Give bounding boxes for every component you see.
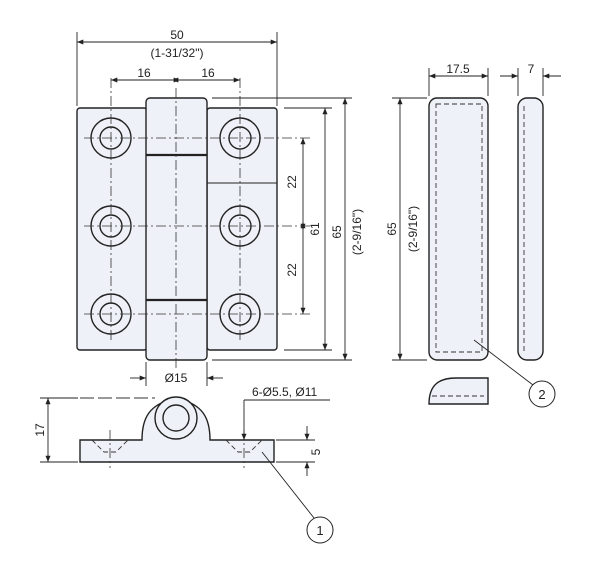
dim-pitch-right: 16: [201, 66, 215, 80]
knuckle: [145, 97, 208, 361]
callout-2: 2: [538, 387, 545, 402]
cover-front: [428, 97, 489, 361]
front-view: 50 (1-31/32") 16 16 22 22 61 65 (2-9/16"…: [76, 28, 364, 386]
dim-side-height: 17: [33, 423, 47, 437]
dim-hole-span: 61: [308, 222, 322, 236]
callout-circle-1: [306, 516, 334, 544]
bottom-view: 17 5 6-Ø5.5, Ø11 1: [33, 385, 334, 544]
callout-1: 1: [316, 523, 323, 538]
dim-cover-depth: 7: [528, 62, 535, 76]
cover-end: [428, 377, 489, 405]
cover-side: [517, 97, 544, 361]
dim-height-mm: 65: [330, 225, 344, 239]
dim-width-mm: 50: [170, 28, 184, 42]
dim-cover-height-mm: 65: [385, 222, 399, 236]
dim-height-in: (2-9/16"): [350, 209, 364, 255]
dim-leaf-thickness: 5: [309, 448, 323, 455]
dim-holes: 6-Ø5.5, Ø11: [252, 385, 317, 399]
callout-circle-2: [528, 380, 556, 408]
dim-width-in: (1-31/32"): [151, 46, 204, 60]
dim-vpitch-upper: 22: [285, 175, 299, 189]
dim-knuckle-dia: Ø15: [165, 371, 188, 385]
cover-views: 17.5 7 65 (2-9/16") 2: [385, 62, 561, 408]
dim-cover-height-in: (2-9/16"): [406, 206, 420, 252]
dim-cover-width: 17.5: [446, 62, 470, 76]
dim-pitch-left: 16: [137, 66, 151, 80]
dim-vpitch-lower: 22: [285, 263, 299, 277]
